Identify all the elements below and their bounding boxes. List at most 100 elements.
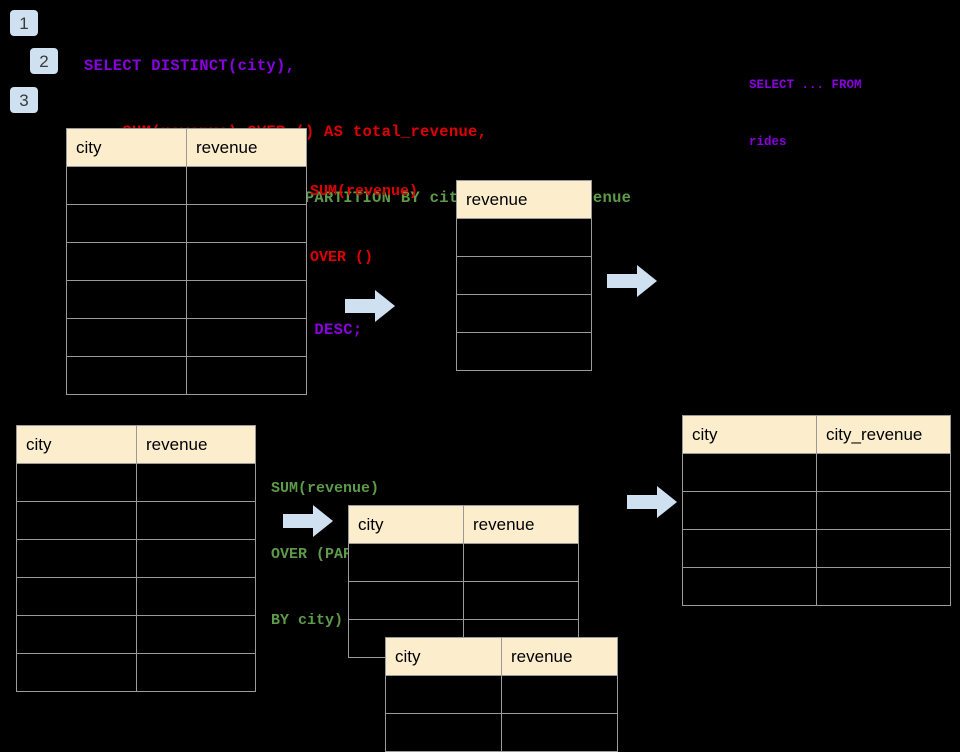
table-cell: [136, 501, 256, 540]
table-cell: [385, 713, 502, 752]
table-cell: [16, 501, 137, 540]
table-cell: [66, 204, 187, 243]
table-body: [456, 218, 592, 371]
table-body: [16, 463, 256, 692]
rides-source-table: city revenue: [66, 128, 307, 395]
column-header-city: city: [348, 505, 464, 544]
result-table: city city_revenue: [682, 415, 951, 606]
table-cell: [456, 294, 592, 333]
table-cell: [816, 491, 951, 530]
table-cell: [136, 463, 256, 502]
table-row: [682, 491, 951, 530]
table-cell: [66, 318, 187, 357]
partition-table-a: city revenue: [348, 505, 579, 658]
table-body: [385, 675, 618, 752]
table-row: [66, 318, 307, 357]
table-row: [66, 242, 307, 281]
table-cell: [66, 242, 187, 281]
step-badge-3: 3: [10, 87, 38, 113]
rides-source-table-bottom: city revenue: [16, 425, 256, 692]
table-row: [66, 204, 307, 243]
table-cell: [16, 615, 137, 654]
annotation-over-empty: SUM(revenue) OVER (): [310, 137, 418, 313]
table-row: [16, 501, 256, 540]
table-cell: [186, 280, 307, 319]
arrow-partition-to-result: [627, 486, 677, 518]
table-row: [348, 543, 579, 582]
sql-line-1: SELECT DISTINCT(city),: [84, 57, 296, 75]
table-cell: [682, 567, 817, 606]
table-row: [16, 539, 256, 578]
table-row: [348, 581, 579, 620]
table-row: [456, 294, 592, 333]
table-cell: [186, 166, 307, 205]
column-header-revenue: revenue: [463, 505, 579, 544]
step-badge-1: 1: [10, 10, 38, 36]
arrow-total-to-result: [607, 265, 657, 297]
table-cell: [816, 567, 951, 606]
table-cell: [136, 539, 256, 578]
table-row: [16, 463, 256, 502]
table-cell: [348, 543, 464, 582]
table-row: [16, 615, 256, 654]
column-header-revenue: revenue: [136, 425, 256, 464]
table-cell: [682, 491, 817, 530]
table-row: [682, 567, 951, 606]
table-header-row: city city_revenue: [682, 415, 951, 454]
table-cell: [136, 615, 256, 654]
column-header-city: city: [682, 415, 817, 454]
table-cell: [16, 653, 137, 692]
table-row: [66, 166, 307, 205]
table-cell: [385, 675, 502, 714]
table-cell: [186, 318, 307, 357]
table-body: [66, 166, 307, 395]
side-note-line-1: SELECT ... FROM: [749, 78, 862, 92]
total-revenue-table: revenue: [456, 180, 592, 371]
side-note-line-2: rides: [749, 135, 787, 149]
table-cell: [136, 653, 256, 692]
annotation-over-empty-line-2: OVER (): [310, 249, 374, 266]
table-row: [456, 218, 592, 257]
table-cell: [348, 581, 464, 620]
table-header-row: city revenue: [66, 128, 307, 167]
table-cell: [16, 577, 137, 616]
table-row: [456, 332, 592, 371]
column-header-revenue: revenue: [456, 180, 592, 219]
side-note-select-from: SELECT ... FROM rides: [749, 38, 862, 190]
table-cell: [816, 453, 951, 492]
table-row: [16, 577, 256, 616]
table-cell: [16, 463, 137, 502]
table-row: [682, 529, 951, 568]
table-row: [16, 653, 256, 692]
partition-table-b: city revenue: [385, 637, 618, 752]
table-row: [456, 256, 592, 295]
table-cell: [16, 539, 137, 578]
table-row: [66, 280, 307, 319]
table-cell: [186, 356, 307, 395]
table-cell: [456, 218, 592, 257]
column-header-city: city: [385, 637, 502, 676]
table-cell: [682, 529, 817, 568]
table-cell: [463, 543, 579, 582]
table-cell: [501, 675, 618, 714]
table-cell: [66, 280, 187, 319]
table-body: [682, 453, 951, 606]
table-cell: [66, 166, 187, 205]
annotation-over-partition-line-3: BY city): [271, 612, 344, 629]
table-header-row: city revenue: [16, 425, 256, 464]
column-header-city: city: [66, 128, 187, 167]
diagram-canvas: 1 2 3 SELECT DISTINCT(city), SUM(revenue…: [10, 10, 951, 752]
table-header-row: city revenue: [348, 505, 579, 544]
table-cell: [816, 529, 951, 568]
column-header-revenue: revenue: [501, 637, 618, 676]
table-cell: [186, 242, 307, 281]
table-cell: [186, 204, 307, 243]
table-cell: [66, 356, 187, 395]
column-header-city-revenue: city_revenue: [816, 415, 951, 454]
annotation-over-partition-line-1: SUM(revenue): [271, 480, 380, 497]
column-header-revenue: revenue: [186, 128, 307, 167]
table-cell: [463, 581, 579, 620]
arrow-source-to-total: [345, 290, 395, 322]
table-cell: [682, 453, 817, 492]
arrow-source-to-partition: [283, 505, 333, 537]
